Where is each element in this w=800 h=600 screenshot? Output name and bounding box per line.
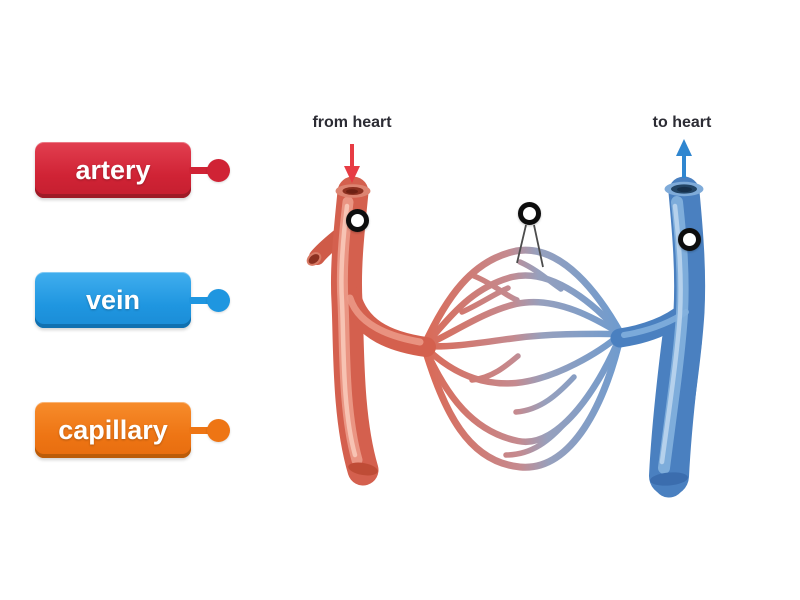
label-chip-artery[interactable]: artery bbox=[35, 142, 230, 198]
label-chip-capillary[interactable]: capillary bbox=[35, 402, 230, 458]
hotspot-artery-target[interactable] bbox=[346, 209, 369, 232]
label-chip-capillary-text: capillary bbox=[58, 414, 168, 445]
from-heart-annotation: from heart bbox=[312, 114, 392, 183]
label-chip-vein[interactable]: vein bbox=[35, 272, 230, 328]
connector-stub bbox=[189, 427, 211, 434]
label-chip-artery-text: artery bbox=[75, 154, 151, 185]
hotspot-capillary-target[interactable] bbox=[518, 202, 541, 225]
from-heart-arrow-down-icon bbox=[344, 144, 360, 183]
connector-dot bbox=[207, 419, 230, 442]
to-heart-arrow-up-icon bbox=[676, 139, 692, 178]
connector-dot bbox=[207, 289, 230, 312]
capillary-pointer-lines bbox=[516, 224, 544, 268]
connector-stub bbox=[189, 297, 211, 304]
capillary-network bbox=[420, 246, 625, 471]
from-heart-label: from heart bbox=[312, 114, 392, 131]
to-heart-annotation: to heart bbox=[653, 114, 712, 178]
connector-dot bbox=[207, 159, 230, 182]
hotspot-vein-target[interactable] bbox=[678, 228, 701, 251]
connector-stub bbox=[189, 167, 211, 174]
label-chip-vein-text: vein bbox=[85, 284, 141, 315]
to-heart-label: to heart bbox=[653, 114, 712, 131]
